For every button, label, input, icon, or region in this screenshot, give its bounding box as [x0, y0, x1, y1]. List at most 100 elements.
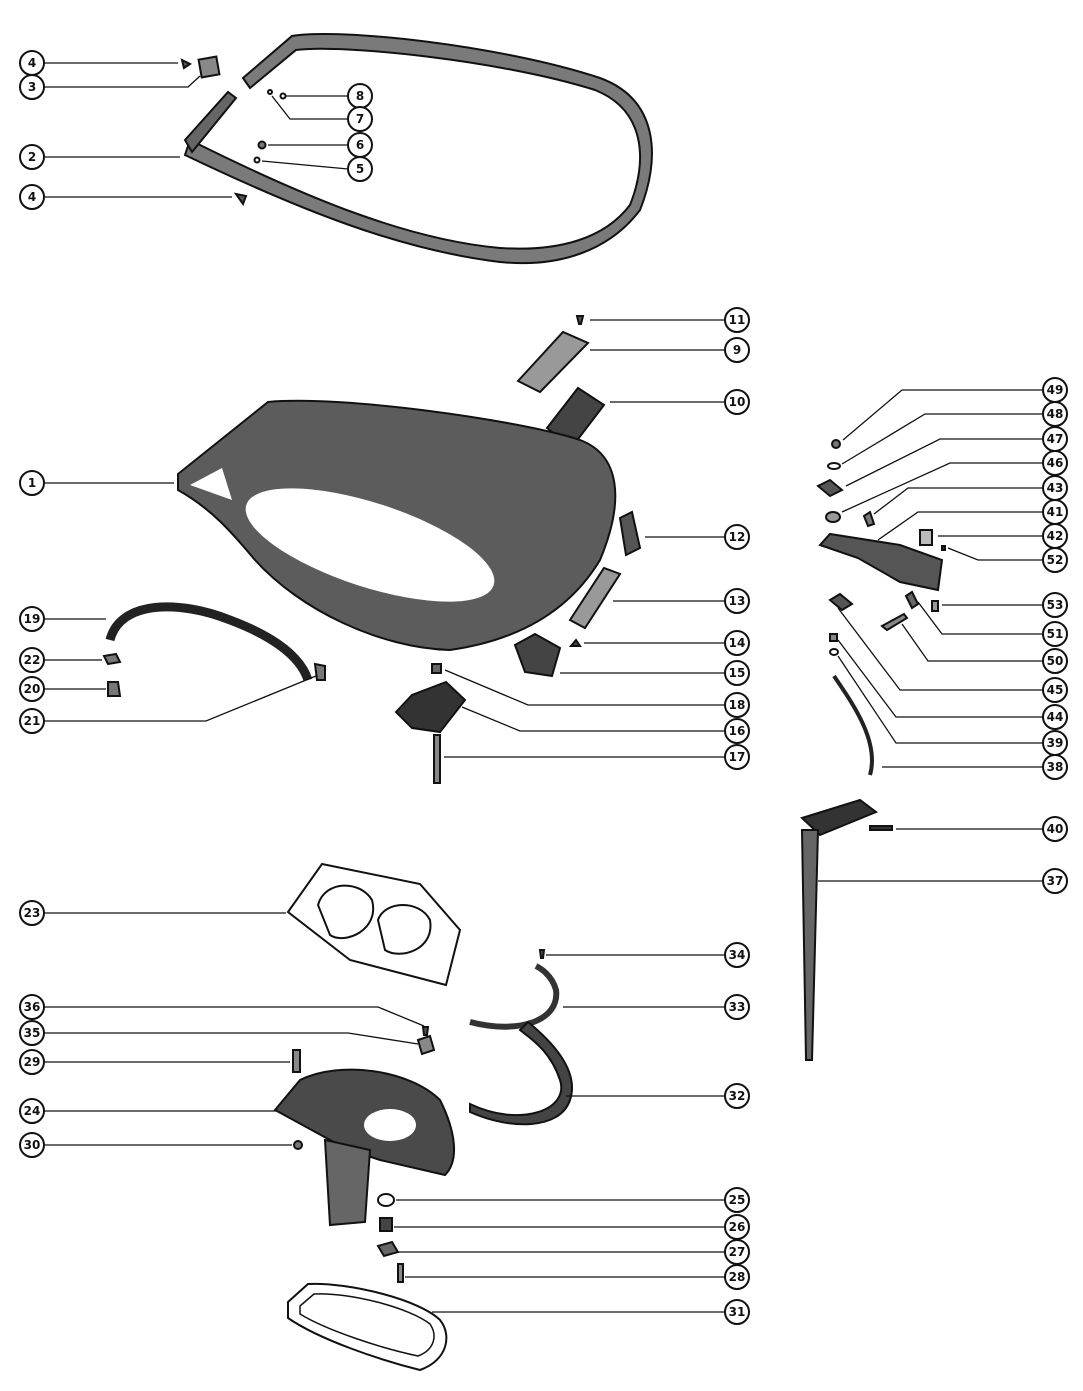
callout-5: 5: [347, 156, 373, 182]
callout-43: 43: [1042, 475, 1068, 501]
nut-6: [257, 140, 267, 150]
bushing-46: [825, 511, 841, 523]
callout-circle: [724, 389, 750, 415]
callout-label: 51: [1047, 627, 1064, 641]
leader-line-50: [901, 623, 1043, 662]
washer-48: [827, 462, 841, 470]
callout-circle: [1042, 868, 1068, 894]
callout-circle: [1042, 648, 1068, 674]
leader-line-35: [44, 1032, 419, 1045]
callout-label: 25: [729, 1193, 746, 1207]
callout-35: 35: [19, 1020, 45, 1046]
callout-label: 34: [729, 948, 746, 962]
callout-circle: [1042, 592, 1068, 618]
callout-circle: [347, 156, 373, 182]
callout-label: 1: [28, 476, 36, 490]
callout-circle: [19, 470, 45, 496]
callout-circle: [19, 144, 45, 170]
callout-circle: [19, 1132, 45, 1158]
callout-label: 50: [1047, 654, 1064, 668]
callout-circle: [724, 942, 750, 968]
callout-circle: [1042, 816, 1068, 842]
callout-circle: [19, 74, 45, 100]
bushing-26: [379, 1217, 393, 1232]
callout-circle: [19, 1049, 45, 1075]
callout-circle: [724, 692, 750, 718]
callout-31: 31: [724, 1299, 750, 1325]
callout-label: 5: [356, 162, 364, 176]
callout-label: 44: [1047, 710, 1064, 724]
washer-8: [279, 92, 287, 100]
callout-label: 6: [356, 138, 364, 152]
callout-40: 40: [1042, 816, 1068, 842]
callout-label: 43: [1047, 481, 1064, 495]
callout-34: 34: [724, 942, 750, 968]
bracket-16: [394, 680, 467, 734]
screw-40: [869, 825, 893, 831]
part-illustrations: [102, 33, 946, 1372]
nut-18: [431, 663, 442, 674]
washer-25: [377, 1193, 395, 1207]
callout-48: 48: [1042, 401, 1068, 427]
leader-line-43: [873, 487, 1043, 515]
callout-label: 28: [729, 1270, 746, 1284]
callout-7: 7: [347, 106, 373, 132]
shaft-37: [800, 829, 820, 1061]
callout-16: 16: [724, 718, 750, 744]
callout-circle: [724, 718, 750, 744]
callout-label: 52: [1047, 553, 1064, 567]
bolt-29: [292, 1049, 301, 1073]
callout-26: 26: [724, 1214, 750, 1240]
callout-circle: [19, 994, 45, 1020]
pad-15: [513, 632, 562, 678]
callout-label: 18: [729, 698, 746, 712]
callout-label: 42: [1047, 529, 1064, 543]
screw-36: [421, 1026, 430, 1036]
cowl-support-cutout: [190, 468, 232, 500]
callout-circle: [19, 606, 45, 632]
callout-12: 12: [724, 524, 750, 550]
leader-line-39: [837, 655, 1043, 744]
callout-label: 40: [1047, 822, 1064, 836]
callout-44: 44: [1042, 704, 1068, 730]
bolt-17: [433, 734, 441, 784]
callout-circle: [724, 994, 750, 1020]
callout-label: 4: [28, 190, 36, 204]
washer-5: [253, 156, 261, 164]
callout-29: 29: [19, 1049, 45, 1075]
callout-label: 29: [24, 1055, 41, 1069]
callout-circle: [724, 1187, 750, 1213]
spring-53: [931, 600, 939, 612]
callout-label: 32: [729, 1089, 746, 1103]
callout-circle: [19, 1020, 45, 1046]
callout-circle: [724, 660, 750, 686]
callout-label: 30: [24, 1138, 41, 1152]
callout-circle: [724, 744, 750, 770]
callout-label: 39: [1047, 736, 1064, 750]
callout-9: 9: [724, 337, 750, 363]
lever-41: [818, 532, 944, 592]
washer-7: [267, 89, 273, 95]
callout-38: 38: [1042, 754, 1068, 780]
callout-11: 11: [724, 307, 750, 333]
callout-label: 24: [24, 1104, 41, 1118]
callout-23: 23: [19, 900, 45, 926]
screw-11: [575, 315, 585, 325]
leader-line-44: [837, 639, 1043, 718]
callout-label: 12: [729, 530, 746, 544]
callout-label: 36: [24, 1000, 41, 1014]
callout-8: 8: [347, 83, 373, 109]
callout-label: 47: [1047, 432, 1064, 446]
callout-6: 6: [347, 132, 373, 158]
callout-label: 8: [356, 89, 364, 103]
callout-42: 42: [1042, 523, 1068, 549]
bushing-42: [919, 529, 933, 546]
callout-32: 32: [724, 1083, 750, 1109]
callout-52: 52: [1042, 547, 1068, 573]
clip-35: [416, 1034, 436, 1056]
leader-line-7: [271, 95, 348, 120]
callout-label: 14: [729, 636, 746, 650]
fitting-21: [313, 662, 326, 681]
seal-33: [469, 963, 560, 1030]
leader-line-5: [261, 160, 349, 170]
